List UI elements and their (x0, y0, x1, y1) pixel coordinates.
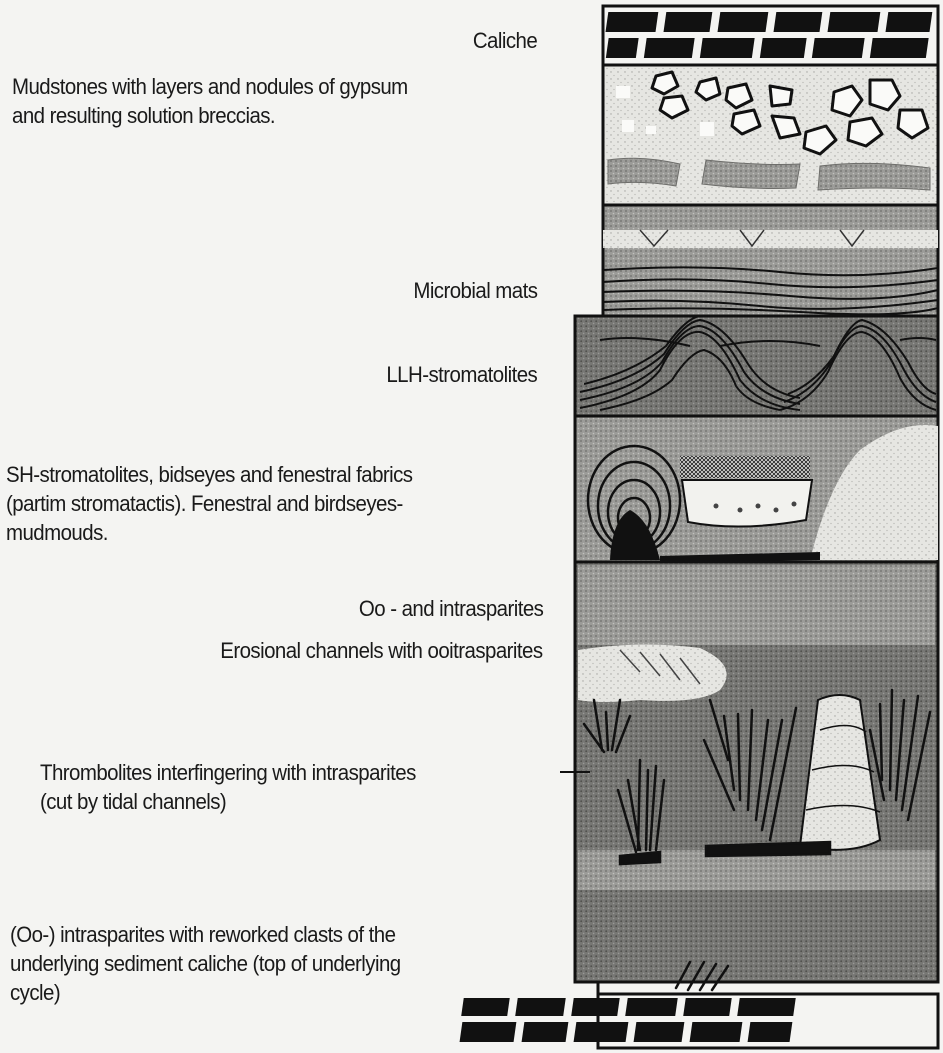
sh-stromatolites-layer (575, 416, 938, 562)
microbial-mats-layer (603, 205, 938, 317)
llh-stromatolites-layer (575, 316, 938, 416)
thrombolites-intrasparites-layer (560, 562, 938, 990)
gypsum-mudstone-layer (603, 65, 938, 205)
caliche-bottom-layer (460, 982, 938, 1048)
caliche-top-layer (603, 6, 938, 65)
